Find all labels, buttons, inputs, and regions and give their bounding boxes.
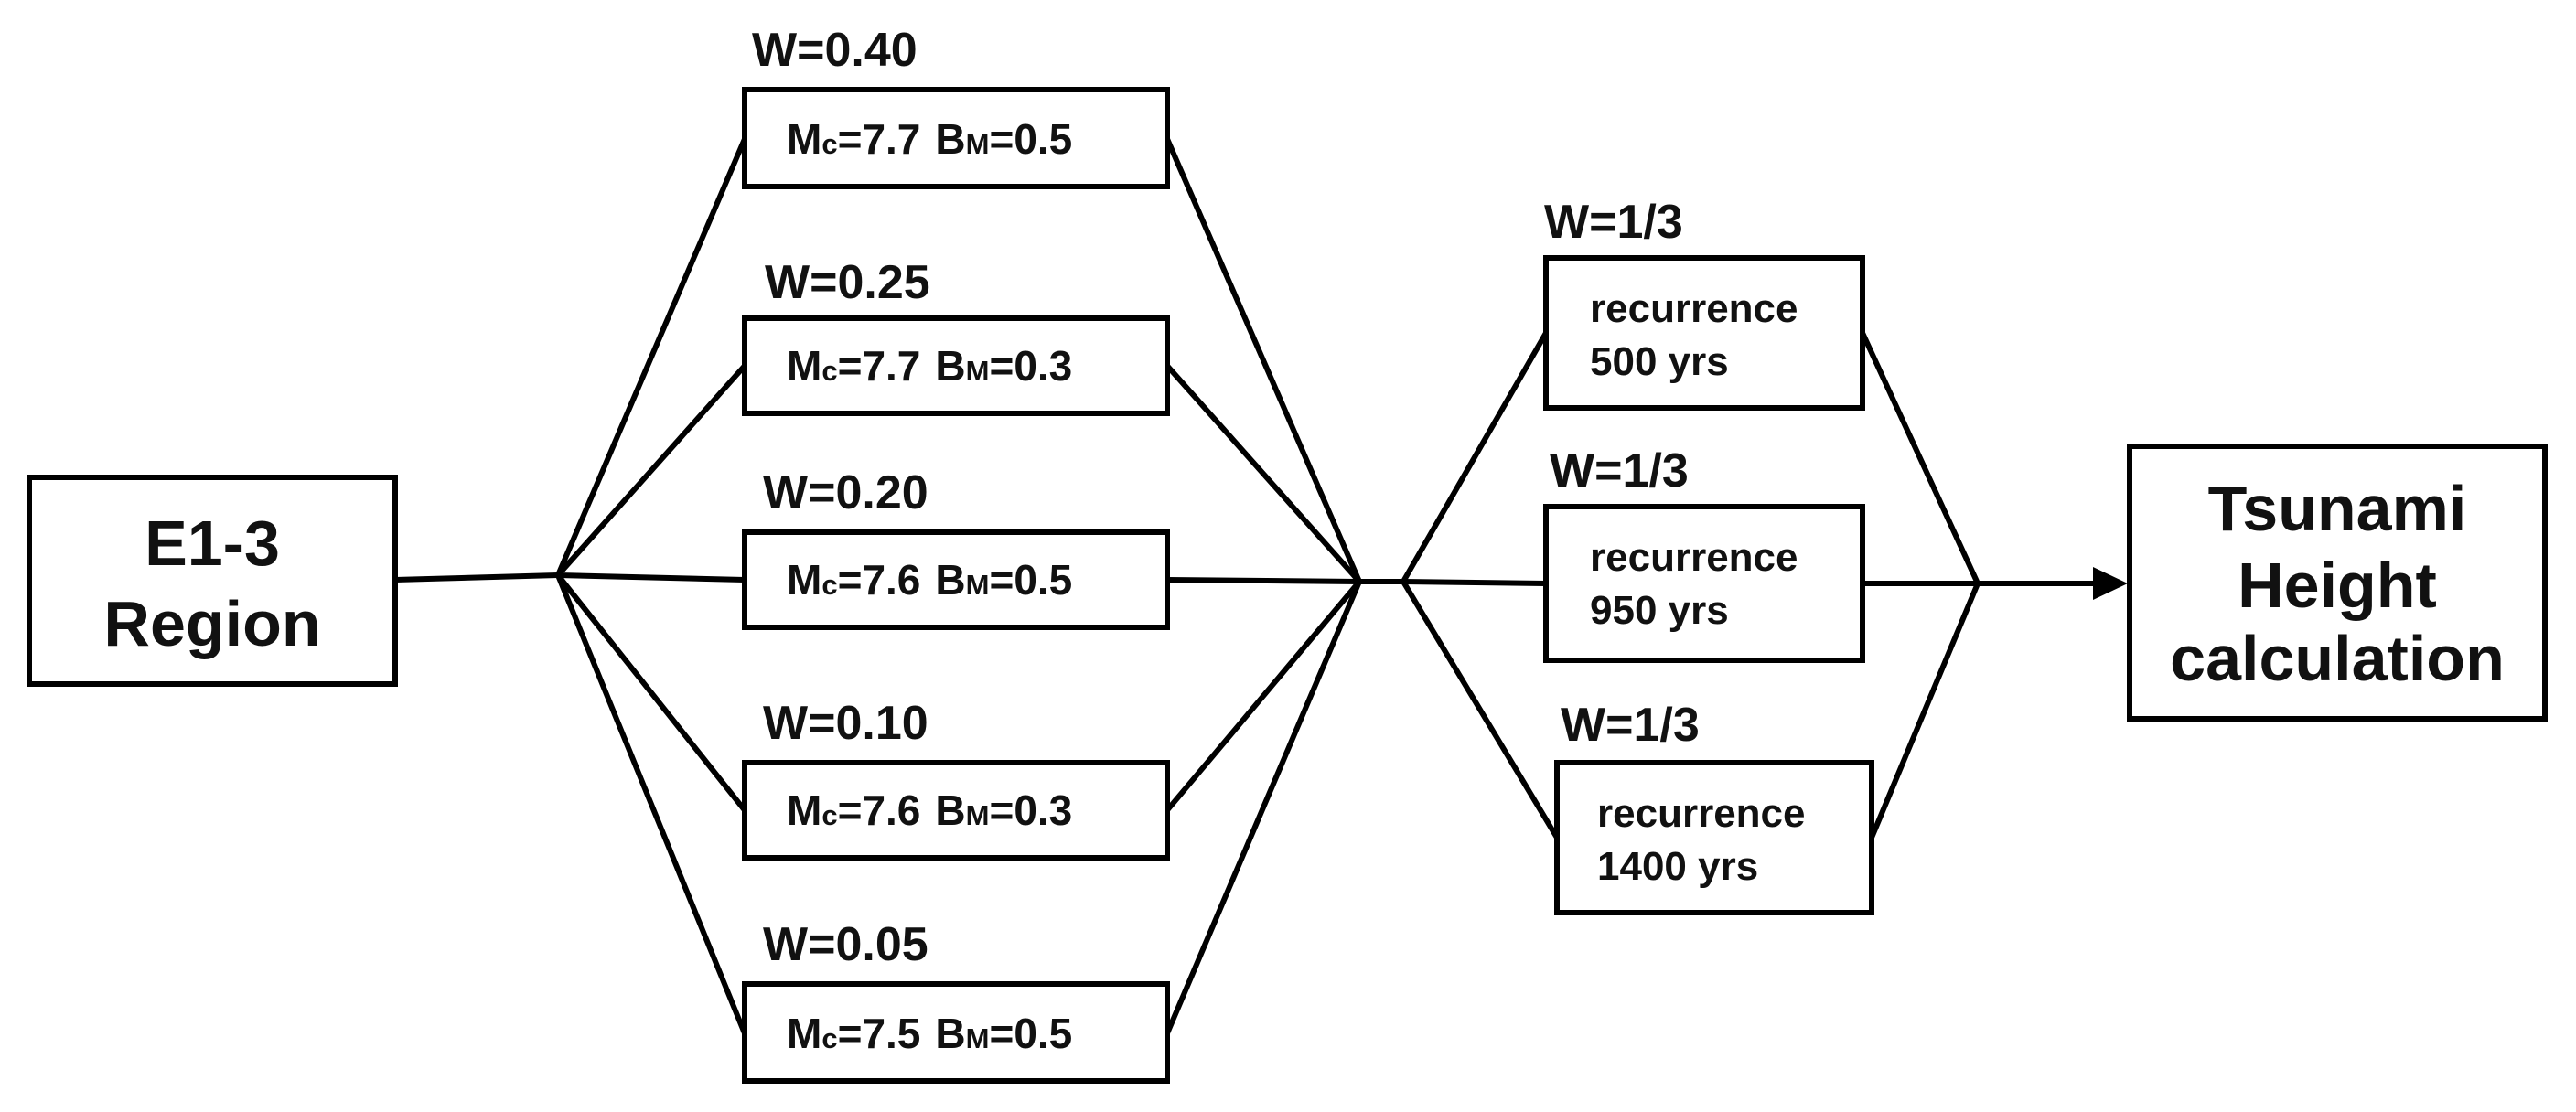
recurrence-branch: W=1/3 recurrence 1400 yrs: [1554, 699, 1874, 915]
recurrence-label-line1: recurrence: [1590, 286, 1798, 331]
edge-mag-2-to-node2: [1165, 577, 1362, 584]
recurrence-box: [1543, 504, 1865, 663]
weight-label: W=1/3: [1544, 196, 1683, 249]
weight-label: W=0.10: [763, 697, 928, 750]
output-node: Tsunami Height calculation: [2127, 444, 2548, 722]
connector-lines: [392, 136, 2128, 1036]
magnitude-box: [742, 87, 1170, 189]
output-label-line3: calculation: [2170, 623, 2505, 694]
edge-node1-to-mag-0: [555, 136, 747, 578]
edge-mag-4-to-node2: [1165, 579, 1362, 1036]
edge-rec-2-to-node4: [1869, 581, 1980, 840]
edge-node1-to-mag-1: [555, 363, 747, 578]
recurrence-label-line2: 500 yrs: [1590, 339, 1729, 384]
edge-node3-to-rec-1: [1401, 579, 1549, 586]
recurrence-label-line2: 1400 yrs: [1597, 844, 1758, 889]
edge-source-to-node1: [392, 572, 561, 583]
source-node: E1-3 Region: [27, 475, 398, 687]
edge-mag-3-to-node2: [1165, 579, 1362, 813]
output-label-line2: Height: [2238, 550, 2437, 621]
recurrence-label-line2: 950 yrs: [1590, 588, 1729, 633]
weight-label: W=0.25: [765, 256, 930, 309]
recurrence-box: [1543, 255, 1865, 411]
weight-label: W=1/3: [1550, 444, 1689, 497]
recurrence-label-line1: recurrence: [1590, 535, 1798, 580]
edge-node1-to-mag-3: [555, 572, 747, 813]
weight-label: W=1/3: [1561, 699, 1700, 752]
weight-label: W=0.20: [763, 466, 928, 519]
edge-node3-to-rec-0: [1401, 330, 1549, 584]
edge-node1-to-mag-2: [555, 572, 747, 583]
edge-mag-0-to-node2: [1165, 136, 1362, 584]
magnitude-box: [742, 760, 1170, 861]
output-box: [2127, 444, 2548, 722]
recurrence-branch: W=1/3 recurrence 950 yrs: [1543, 444, 1865, 663]
edge-rec-0-to-node4: [1860, 330, 1980, 586]
weight-label: W=0.05: [763, 918, 928, 971]
edge-node1-to-mag-4: [555, 572, 747, 1036]
source-label-line2: Region: [103, 588, 320, 659]
recurrence-branch: W=1/3 recurrence 500 yrs: [1543, 196, 1865, 411]
weight-label: W=0.40: [752, 24, 918, 77]
recurrence-box: [1554, 760, 1874, 915]
source-box: [27, 475, 398, 687]
arrow-head-icon: [2093, 567, 2128, 600]
source-label-line1: E1-3: [145, 508, 280, 579]
output-label-line1: Tsunami: [2208, 473, 2467, 544]
magnitude-box: [742, 981, 1170, 1084]
edge-node3-to-rec-2: [1401, 579, 1560, 840]
edge-mag-1-to-node2: [1165, 363, 1362, 584]
magnitude-box: [742, 529, 1170, 630]
recurrence-label-line1: recurrence: [1597, 791, 1805, 836]
magnitude-box: [742, 315, 1170, 416]
